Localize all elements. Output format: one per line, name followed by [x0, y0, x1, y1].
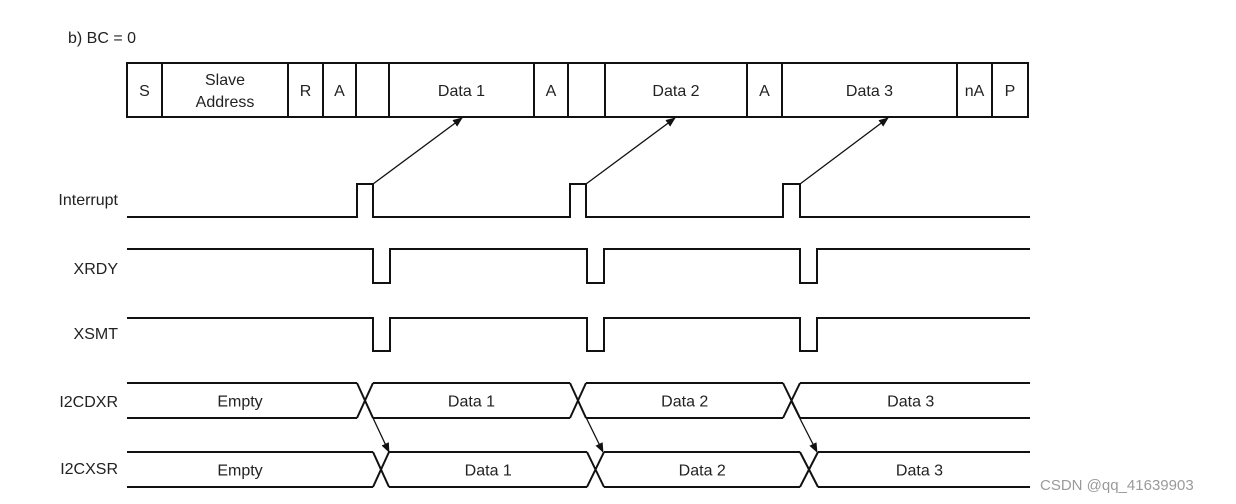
- bus-transition: [782, 382, 801, 419]
- bus-transition: [799, 451, 819, 488]
- signal-label: XRDY: [74, 261, 119, 278]
- frame-cell-label: Slave: [205, 72, 245, 89]
- bus-value-label: Empty: [217, 463, 262, 480]
- bus-value-label: Empty: [217, 394, 262, 411]
- interrupt-to-data-arrow: [585, 117, 676, 185]
- signal-label: XSMT: [74, 326, 119, 343]
- dxr-to-xsr-arrow: [364, 400, 390, 453]
- frame-cell-label: S: [139, 83, 150, 100]
- bus-value-label: Data 2: [679, 463, 726, 480]
- frame-cell-label: Data 3: [846, 83, 893, 100]
- frame-cell-label: P: [1005, 83, 1016, 100]
- bus-transition: [356, 382, 374, 419]
- signal-label: I2CXSR: [60, 461, 118, 478]
- frame-cell-label: Data 1: [438, 83, 485, 100]
- frame-border: [126, 62, 1029, 118]
- frame-cell-label: A: [759, 83, 770, 100]
- diagram-title: b) BC = 0: [68, 30, 136, 47]
- frame-cell-label: nA: [965, 83, 985, 100]
- xrdy-waveform: [127, 248, 1030, 284]
- bus-transition: [372, 451, 390, 488]
- bus-transition: [586, 451, 605, 488]
- bus-value-label: Data 3: [887, 394, 934, 411]
- frame-cell-label: Data 2: [652, 83, 699, 100]
- interrupt-to-data-arrow: [372, 117, 463, 185]
- frame-cell-label: R: [300, 83, 312, 100]
- frame-cell-label: A: [334, 83, 345, 100]
- frame-cell-label: Address: [196, 94, 255, 111]
- signal-label: I2CDXR: [59, 394, 118, 411]
- frame-cell-label: A: [546, 83, 557, 100]
- interrupt-to-data-arrow: [799, 117, 889, 185]
- bus-value-label: Data 3: [896, 463, 943, 480]
- bus-value-label: Data 2: [661, 394, 708, 411]
- bus-value-label: Data 1: [465, 463, 512, 480]
- signal-label: Interrupt: [58, 192, 118, 209]
- xsmt-waveform: [127, 317, 1030, 352]
- bus-value-label: Data 1: [448, 394, 495, 411]
- dxr-to-xsr-arrow: [577, 400, 604, 453]
- watermark: CSDN @qq_41639903: [1040, 477, 1194, 494]
- bus-transition: [569, 382, 587, 419]
- dxr-to-xsr-arrow: [790, 400, 818, 453]
- interrupt-waveform: [127, 183, 1030, 218]
